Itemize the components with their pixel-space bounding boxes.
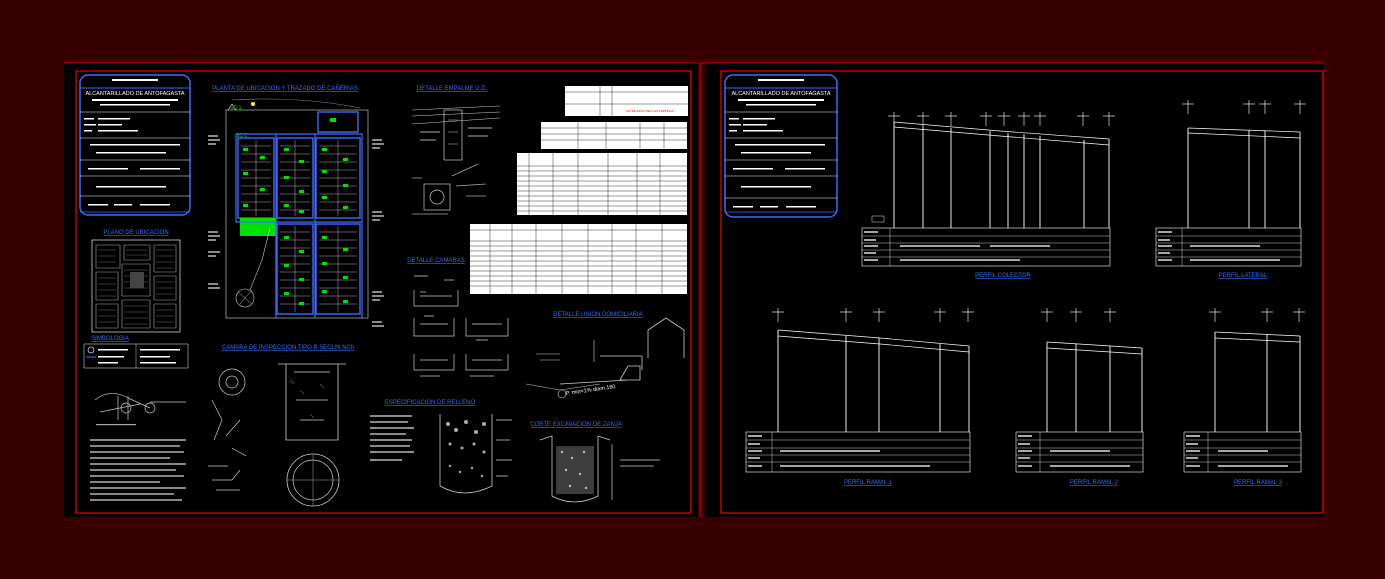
legend[interactable]: SIMBOLOGIA (83, 336, 189, 369)
perfil-lateral-title: PERFIL LATERAL (1219, 273, 1268, 279)
perfil-1-title: PERFIL RAMAL 1 (844, 480, 893, 486)
profile-lateral[interactable]: PERFIL LATERAL (1155, 100, 1306, 279)
location-plan[interactable]: PLANO DE UBICACION (91, 230, 181, 333)
profile-ramal-2[interactable]: PERFIL RAMAL 2 (1015, 308, 1144, 486)
profile-ramal-1[interactable]: PERFIL RAMAL 1 (745, 308, 974, 486)
union-detail-small[interactable] (94, 393, 186, 426)
general-notes (90, 439, 186, 501)
relleno-title: ESPECIFICACION DE RELLENO (385, 400, 476, 406)
title-block-2-text: ALCANTARILLADO DE ANTOFAGASTA (731, 91, 830, 97)
sheet-1-frame (75, 70, 692, 514)
detail-excavacion[interactable]: CORTE EXCAVACION DE ZANJA (530, 422, 660, 503)
cota-table[interactable] (517, 153, 687, 215)
profile-ramal-3[interactable]: PERFIL RAMAL 3 (1183, 308, 1305, 486)
excavacion-title: CORTE EXCAVACION DE ZANJA (530, 422, 622, 428)
detail-relleno[interactable]: ESPECIFICACION DE RELLENO (370, 400, 512, 494)
sheet-1: ALCANTARILLADO DE ANTOFAGASTA PLANO DE U… (64, 62, 698, 517)
cover-note-table[interactable]: NO SE INCLUYEN LAS PARTIDAS (565, 86, 688, 116)
detail-union-title: DETALLE UNION DOMICILIARIA (553, 312, 643, 318)
detail-camaras-title: DETALLE CAMARAS (407, 258, 465, 264)
title-block-2[interactable]: ALCANTARILLADO DE ANTOFAGASTA (724, 74, 838, 218)
camara-title: CAMARA DE INSPECCION TIPO B SEGUN NCh (222, 345, 354, 351)
sheet-2-frame (720, 70, 1324, 514)
table-note: NO SE INCLUYEN LAS PARTIDAS (626, 109, 673, 113)
detail-camaras[interactable]: DETALLE CAMARAS (407, 258, 509, 377)
title-block-1-text: ALCANTARILLADO DE ANTOFAGASTA (85, 91, 184, 97)
site-plan[interactable]: PLANTA DE UBICACION Y TRAZADO DE CAÑERIA… (208, 85, 384, 327)
detail-empalme[interactable]: DETALLE EMPALME U.D. (411, 86, 501, 215)
detail-camara-inspeccion[interactable]: CAMARA DE INSPECCION TIPO B SEGUN NCh (208, 345, 354, 507)
location-plan-title: PLANO DE UBICACION (103, 230, 168, 236)
site-plan-title: PLANTA DE UBICACION Y TRAZADO DE CAÑERIA… (212, 85, 358, 92)
sheet-2: ALCANTARILLADO DE ANTOFAGASTA (699, 62, 1324, 517)
perfil-colector-title: PERFIL COLECTOR (975, 273, 1031, 279)
node-label-a: SC-1 (230, 105, 242, 111)
tramo-table[interactable] (470, 224, 687, 294)
perfil-2-title: PERFIL RAMAL 2 (1070, 480, 1119, 486)
sheet-2-background (705, 63, 1323, 517)
title-block-1[interactable]: ALCANTARILLADO DE ANTOFAGASTA (79, 74, 191, 216)
perfil-3-title: PERFIL RAMAL 3 (1234, 480, 1283, 486)
node-label-b: SC-1 (236, 133, 248, 139)
summary-table[interactable] (541, 122, 687, 149)
profile-colector[interactable]: PERFIL COLECTOR (861, 112, 1115, 279)
detail-empalme-title: DETALLE EMPALME U.D. (417, 86, 488, 92)
legend-title: SIMBOLOGIA (91, 336, 129, 342)
